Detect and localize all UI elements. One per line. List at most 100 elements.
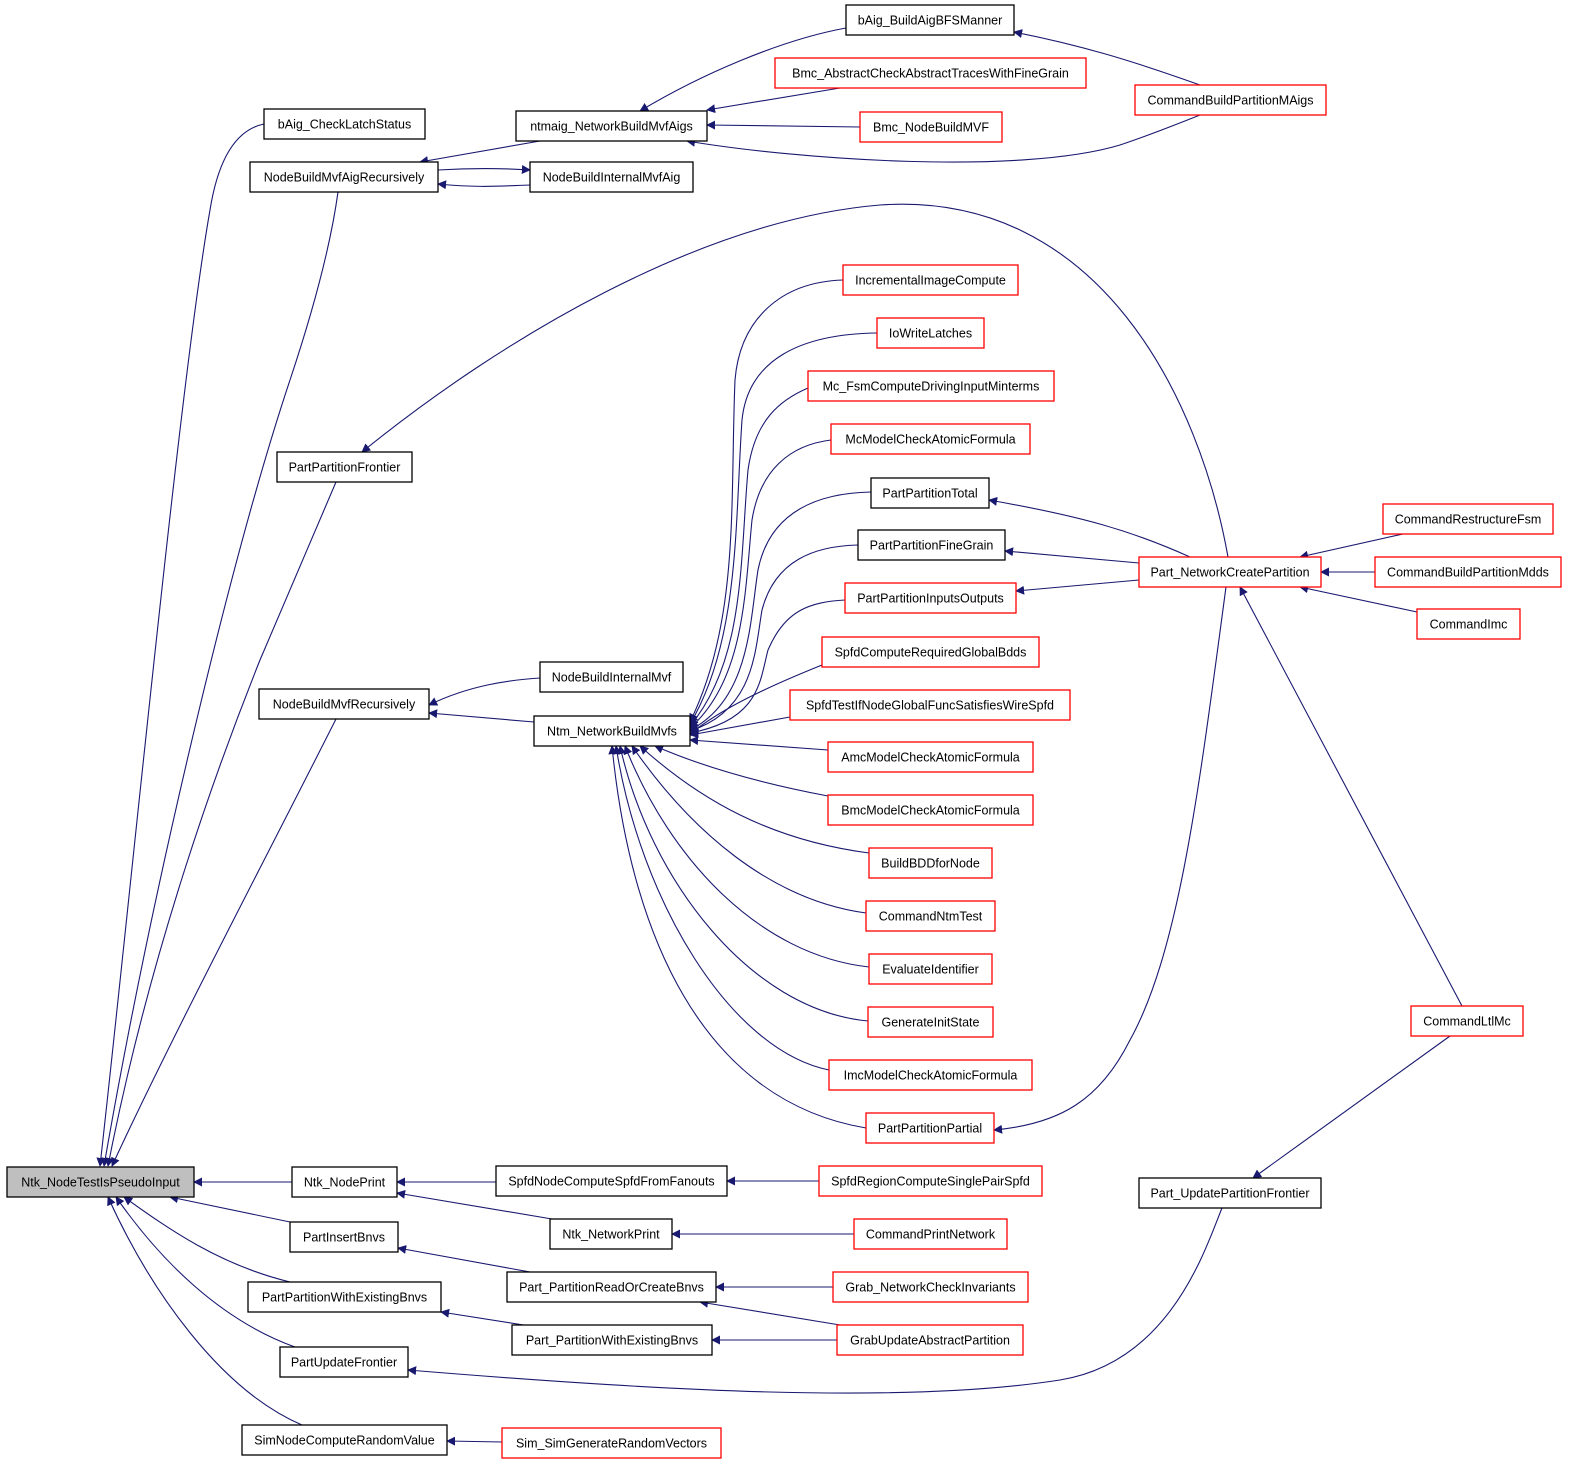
node-commandntmtest[interactable]: CommandNtmTest: [865, 900, 996, 932]
node-box[interactable]: [828, 1059, 1033, 1091]
node-ntk_nodeprint[interactable]: Ntk_NodePrint: [291, 1166, 398, 1198]
node-box[interactable]: [832, 1271, 1029, 1303]
node-part_partitionreadorcreatebnvs[interactable]: Part_PartitionReadOrCreateBnvs: [506, 1271, 717, 1303]
node-box[interactable]: [774, 57, 1087, 89]
node-spfdcomputerequiredglobalbdds[interactable]: SpfdComputeRequiredGlobalBdds: [821, 636, 1040, 668]
node-box[interactable]: [276, 451, 413, 483]
node-partpartitiontotal[interactable]: PartPartitionTotal: [870, 477, 990, 509]
node-box[interactable]: [291, 1166, 398, 1198]
node-box[interactable]: [289, 1221, 399, 1253]
node-box[interactable]: [501, 1427, 722, 1459]
node-partpartitionfinegrain[interactable]: PartPartitionFineGrain: [857, 529, 1006, 561]
node-commandrestructurefsm[interactable]: CommandRestructureFsm: [1382, 503, 1554, 535]
node-partpartitionfrontier[interactable]: PartPartitionFrontier: [276, 451, 413, 483]
node-box[interactable]: [827, 794, 1034, 826]
node-box[interactable]: [533, 715, 691, 747]
node-box[interactable]: [1416, 608, 1521, 640]
node-commandbuildpartitionmdds[interactable]: CommandBuildPartitionMdds: [1374, 556, 1562, 588]
node-box[interactable]: [1382, 503, 1554, 535]
node-ntmaig_networkbuildmvfaigs[interactable]: ntmaig_NetworkBuildMvfAigs: [515, 110, 708, 142]
node-box[interactable]: [1138, 556, 1322, 588]
node-partinsertbnvs[interactable]: PartInsertBnvs: [289, 1221, 399, 1253]
node-box[interactable]: [842, 264, 1019, 296]
node-nodebuildinternalmvf[interactable]: NodeBuildInternalMvf: [539, 661, 684, 693]
node-part_updatepartitionfrontier[interactable]: Part_UpdatePartitionFrontier: [1138, 1177, 1322, 1209]
node-simnodecomputerandomvalue[interactable]: SimNodeComputeRandomValue: [241, 1424, 448, 1456]
node-box[interactable]: [865, 900, 996, 932]
node-box[interactable]: [789, 689, 1071, 721]
node-box[interactable]: [865, 1112, 995, 1144]
node-spfdnodecomputespfdfromfanouts[interactable]: SpfdNodeComputeSpfdFromFanouts: [495, 1165, 728, 1197]
node-nodebuildmvfaigrecursively[interactable]: NodeBuildMvfAigRecursively: [249, 161, 439, 193]
node-box[interactable]: [1134, 84, 1327, 116]
node-generateinitstate[interactable]: GenerateInitState: [867, 1006, 994, 1038]
node-commandprintnetwork[interactable]: CommandPrintNetwork: [853, 1218, 1008, 1250]
node-buildbddfornode[interactable]: BuildBDDforNode: [868, 847, 993, 879]
node-bmc_abstractcheckabstracttraceswithfinegrain[interactable]: Bmc_AbstractCheckAbstractTracesWithFineG…: [774, 57, 1087, 89]
node-box[interactable]: [845, 4, 1015, 36]
node-ntm_networkbuildmvfs[interactable]: Ntm_NetworkBuildMvfs: [533, 715, 691, 747]
node-nodebuildinternalmvfaig[interactable]: NodeBuildInternalMvfAig: [529, 161, 694, 193]
node-bmcmodelcheckatomicformula[interactable]: BmcModelCheckAtomicFormula: [827, 794, 1034, 826]
node-box[interactable]: [506, 1271, 717, 1303]
node-imcmodelcheckatomicformula[interactable]: ImcModelCheckAtomicFormula: [828, 1059, 1033, 1091]
node-commandimc[interactable]: CommandImc: [1416, 608, 1521, 640]
node-amcmodelcheckatomicformula[interactable]: AmcModelCheckAtomicFormula: [827, 741, 1034, 773]
node-box[interactable]: [249, 161, 439, 193]
node-box[interactable]: [818, 1165, 1043, 1197]
node-box[interactable]: [844, 582, 1017, 614]
node-partupdatefrontier[interactable]: PartUpdateFrontier: [279, 1346, 409, 1378]
node-box[interactable]: [511, 1324, 713, 1356]
node-partpartitionwithexistingbnvs[interactable]: PartPartitionWithExistingBnvs: [247, 1281, 442, 1313]
node-box[interactable]: [258, 688, 430, 720]
node-box[interactable]: [836, 1324, 1024, 1356]
node-baig_checklatchstatus[interactable]: bAig_CheckLatchStatus: [263, 108, 426, 140]
node-box[interactable]: [859, 111, 1003, 143]
node-box[interactable]: [549, 1218, 673, 1250]
node-iowritelatches[interactable]: IoWriteLatches: [876, 317, 985, 349]
node-box[interactable]: [247, 1281, 442, 1313]
node-box[interactable]: [1374, 556, 1562, 588]
node-box[interactable]: [1138, 1177, 1322, 1209]
node-box[interactable]: [539, 661, 684, 693]
node-box[interactable]: [6, 1166, 195, 1198]
node-box[interactable]: [529, 161, 694, 193]
node-box[interactable]: [868, 953, 993, 985]
node-bmc_nodebuildmvf[interactable]: Bmc_NodeBuildMVF: [859, 111, 1003, 143]
node-box[interactable]: [830, 423, 1031, 455]
node-spfdtestifnodeglobalfuncsatisfieswirespfd[interactable]: SpfdTestIfNodeGlobalFuncSatisfiesWireSpf…: [789, 689, 1071, 721]
node-mcmodelcheckatomicformula[interactable]: McModelCheckAtomicFormula: [830, 423, 1031, 455]
node-mc_fsmcomputedrivinginputminterms[interactable]: Mc_FsmComputeDrivingInputMinterms: [807, 370, 1055, 402]
node-box[interactable]: [495, 1165, 728, 1197]
node-box[interactable]: [868, 847, 993, 879]
node-box[interactable]: [853, 1218, 1008, 1250]
node-part_partitionwithexistingbnvs[interactable]: Part_PartitionWithExistingBnvs: [511, 1324, 713, 1356]
node-baig_buildaigbfsmanner[interactable]: bAig_BuildAigBFSManner: [845, 4, 1015, 36]
node-box[interactable]: [821, 636, 1040, 668]
node-ntk_nodetestispseudoinput[interactable]: Ntk_NodeTestIsPseudoInput: [6, 1166, 195, 1198]
node-commandbuildpartitionmaigs[interactable]: CommandBuildPartitionMAigs: [1134, 84, 1327, 116]
node-box[interactable]: [876, 317, 985, 349]
node-part_networkcreatepartition[interactable]: Part_NetworkCreatePartition: [1138, 556, 1322, 588]
node-ntk_networkprint[interactable]: Ntk_NetworkPrint: [549, 1218, 673, 1250]
node-box[interactable]: [515, 110, 708, 142]
node-partpartitionpartial[interactable]: PartPartitionPartial: [865, 1112, 995, 1144]
node-box[interactable]: [1410, 1005, 1524, 1037]
node-incrementalimagecompute[interactable]: IncrementalImageCompute: [842, 264, 1019, 296]
node-spfdregioncomputesinglepairspfd[interactable]: SpfdRegionComputeSinglePairSpfd: [818, 1165, 1043, 1197]
node-commandltlmc[interactable]: CommandLtlMc: [1410, 1005, 1524, 1037]
node-box[interactable]: [807, 370, 1055, 402]
node-box[interactable]: [279, 1346, 409, 1378]
node-nodebuildmvfrecursively[interactable]: NodeBuildMvfRecursively: [258, 688, 430, 720]
node-box[interactable]: [827, 741, 1034, 773]
node-evaluateidentifier[interactable]: EvaluateIdentifier: [868, 953, 993, 985]
node-partpartitioninputsoutputs[interactable]: PartPartitionInputsOutputs: [844, 582, 1017, 614]
node-box[interactable]: [857, 529, 1006, 561]
node-sim_simgeneraterandomvectors[interactable]: Sim_SimGenerateRandomVectors: [501, 1427, 722, 1459]
node-grab_networkcheckinvariants[interactable]: Grab_NetworkCheckInvariants: [832, 1271, 1029, 1303]
node-box[interactable]: [263, 108, 426, 140]
node-grabupdateabstractpartition[interactable]: GrabUpdateAbstractPartition: [836, 1324, 1024, 1356]
node-box[interactable]: [870, 477, 990, 509]
node-box[interactable]: [867, 1006, 994, 1038]
node-box[interactable]: [241, 1424, 448, 1456]
